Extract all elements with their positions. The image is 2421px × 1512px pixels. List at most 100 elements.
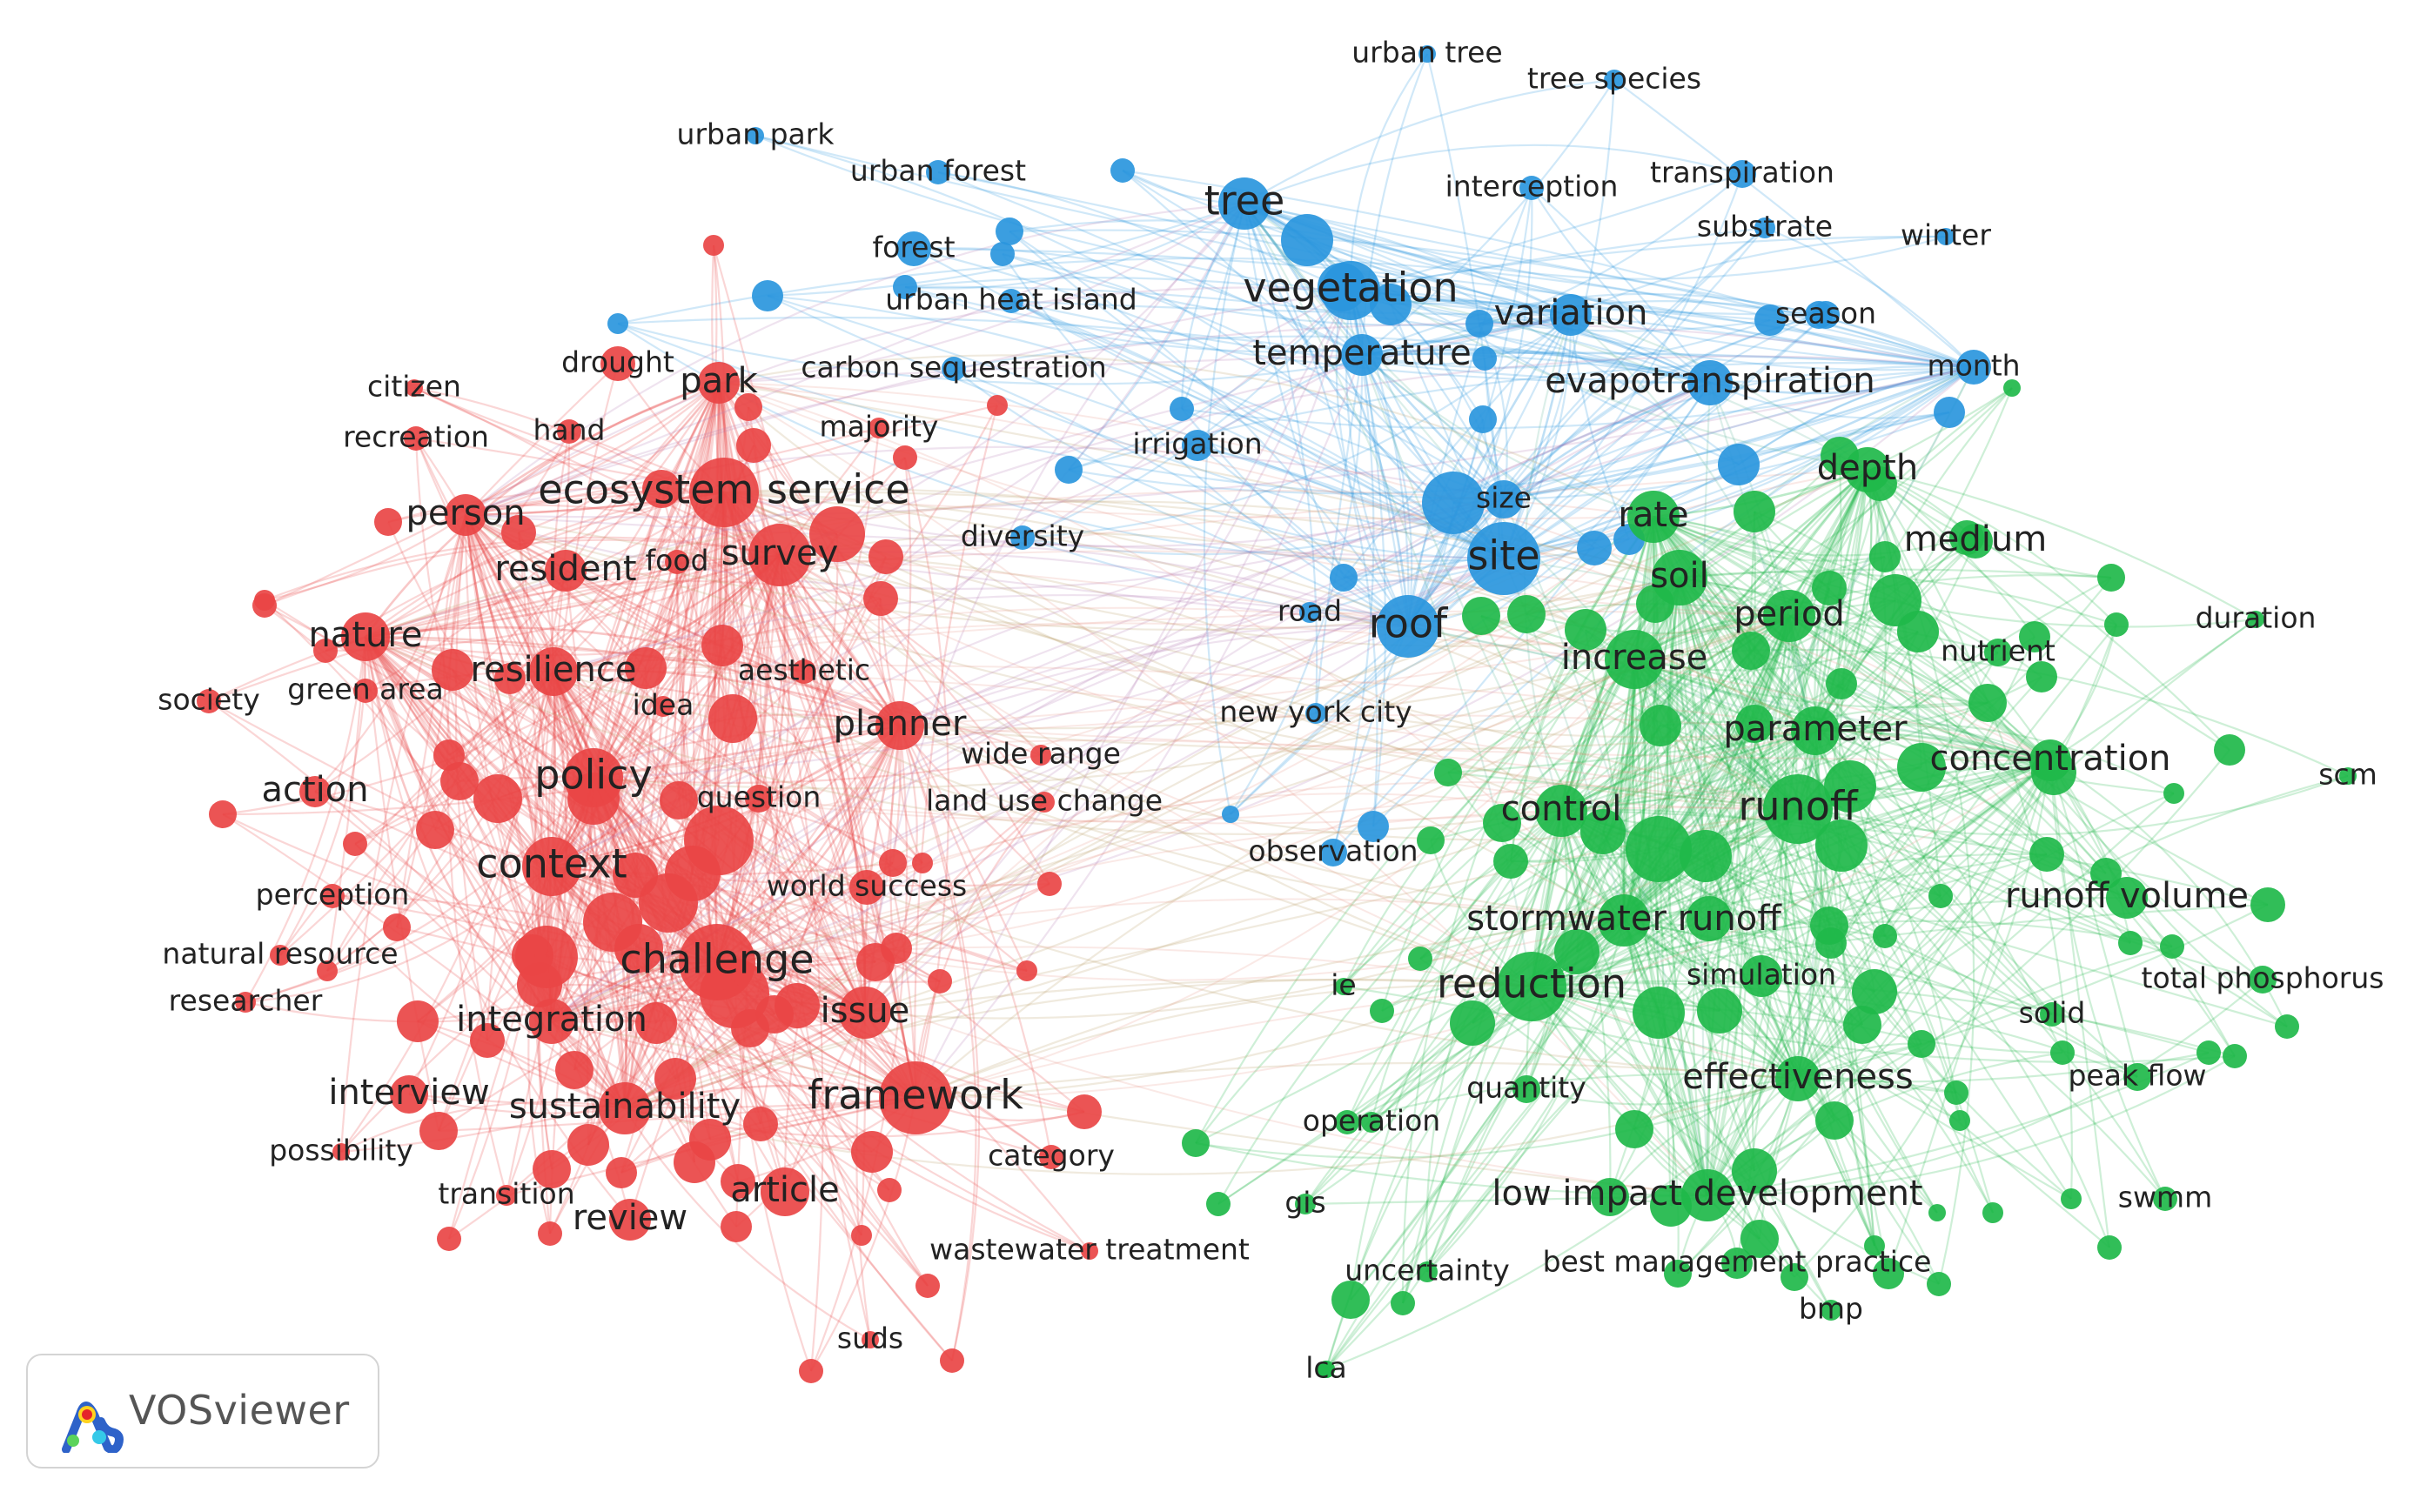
node[interactable] [440,762,479,800]
node[interactable] [1812,571,1847,605]
node-idea[interactable] [653,696,674,717]
node[interactable] [863,581,898,616]
label-peak-flow[interactable]: peak flow [2068,1059,2206,1093]
node[interactable] [432,649,473,691]
node-simulation[interactable] [1740,955,1782,997]
node-roof[interactable] [1377,595,1439,658]
node[interactable] [1330,564,1358,592]
node[interactable] [940,1348,964,1373]
node[interactable] [893,275,917,299]
label-new-york-city[interactable]: new york city [1219,695,1412,729]
node-scm[interactable] [2339,767,2357,785]
node[interactable] [1067,1094,1102,1129]
node-challenge[interactable] [679,924,755,1000]
label-concentration[interactable]: concentration [1929,739,2170,779]
label-scm[interactable]: scm [2318,758,2377,792]
node-carbon-sequestration[interactable] [942,357,966,381]
label-best-management-practice[interactable]: best management practice [1543,1245,1932,1279]
node[interactable] [684,806,754,875]
node-uncertainty[interactable] [1417,1261,1438,1282]
label-resident[interactable]: resident [494,549,636,589]
node-parameter[interactable] [1791,706,1840,755]
node-hand[interactable] [557,419,581,444]
node[interactable] [1815,1101,1854,1140]
label-duration[interactable]: duration [2196,601,2317,635]
node-policy[interactable] [564,748,623,807]
label-nutrient[interactable]: nutrient [1941,634,2056,668]
node[interactable] [642,470,681,508]
node-period[interactable] [1763,590,1815,642]
node[interactable] [1281,214,1333,266]
node[interactable] [1873,1258,1904,1289]
node-urban-park[interactable] [747,127,764,144]
node[interactable] [1908,1030,1935,1058]
node-stormwater-runoff[interactable] [1598,894,1650,947]
label-wide-range[interactable]: wide range [961,737,1121,771]
node-runoff-volume[interactable] [2106,877,2148,919]
node[interactable] [1740,1220,1779,1258]
node[interactable] [1949,1110,1970,1131]
node-resident[interactable] [545,550,587,592]
node-winter[interactable] [1937,228,1955,245]
node-review[interactable] [609,1199,651,1241]
node[interactable] [1037,872,1062,896]
node[interactable] [2029,837,2064,872]
label-gis[interactable]: gis [1284,1186,1325,1220]
node[interactable] [2003,379,2021,397]
node-bmp[interactable] [1821,1300,1841,1321]
node[interactable] [2196,1040,2221,1065]
label-category[interactable]: category [988,1139,1115,1173]
node-size[interactable] [1485,480,1523,518]
label-urban-heat-island[interactable]: urban heat island [885,283,1137,317]
node[interactable] [1735,705,1774,743]
node-person[interactable] [445,494,486,536]
label-park[interactable]: park [680,361,758,401]
node-urban-tree[interactable] [1418,45,1436,63]
label-wastewater-treatment[interactable]: wastewater treatment [929,1233,1250,1267]
node-rate[interactable] [1627,491,1680,543]
node[interactable] [1391,1291,1415,1315]
node[interactable] [912,853,933,873]
label-researcher[interactable]: researcher [169,984,323,1018]
node-world-success[interactable] [849,870,884,905]
label-interview[interactable]: interview [328,1073,489,1113]
node-quantity[interactable] [1512,1075,1540,1103]
node[interactable] [416,811,454,849]
node[interactable] [2104,612,2129,637]
node[interactable] [533,1150,571,1188]
node[interactable] [209,800,237,828]
node[interactable] [1472,346,1497,371]
node-transpiration[interactable] [1728,160,1756,188]
node[interactable] [893,445,917,470]
label-question[interactable]: question [697,780,822,814]
node[interactable] [583,893,642,952]
label-context[interactable]: context [476,840,627,887]
node[interactable] [654,1058,696,1100]
node[interactable] [473,774,522,823]
node-framework[interactable] [879,1061,952,1134]
node-suds[interactable] [862,1331,879,1348]
node-site[interactable] [1467,522,1540,595]
node-wide-range[interactable] [1030,745,1051,766]
node[interactable] [1408,947,1432,971]
node[interactable] [1417,826,1445,854]
node-natural-resource[interactable] [270,945,291,966]
node-context[interactable] [522,837,581,896]
node[interactable] [1824,760,1876,813]
label-simulation[interactable]: simulation [1687,958,1836,992]
node[interactable] [1852,969,1897,1014]
node[interactable] [1928,1204,1946,1221]
label-observation[interactable]: observation [1248,834,1418,868]
label-urban-tree[interactable]: urban tree [1351,36,1502,70]
node[interactable] [660,781,698,820]
node[interactable] [703,235,724,256]
node[interactable] [1318,1361,1335,1378]
label-ecosystem-service[interactable]: ecosystem service [538,466,909,513]
node[interactable] [1331,1281,1370,1319]
node[interactable] [2061,1188,2082,1209]
label-transpiration[interactable]: transpiration [1650,156,1834,190]
node[interactable] [1170,397,1194,421]
node[interactable] [1873,924,1897,948]
node[interactable] [736,428,771,463]
node[interactable] [1465,310,1493,338]
